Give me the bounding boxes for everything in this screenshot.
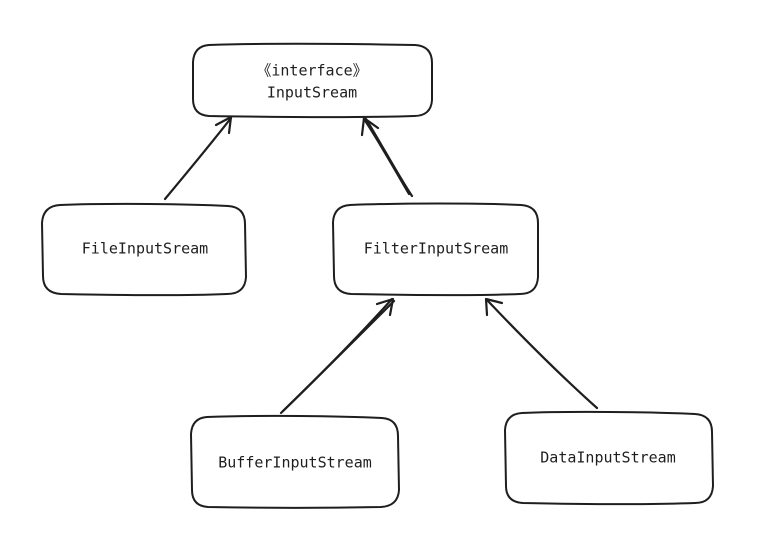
node-filter-input-stream: FilterInputSream — [332, 202, 539, 297]
edge-datainputstream-to-filterinputsream — [484, 297, 599, 410]
node-name-label: FileInputSream — [82, 240, 208, 258]
edge-bufferinputstream-to-filterinputsream — [279, 297, 396, 415]
node-name-label: DataInputStream — [540, 449, 675, 467]
edge-fileinputsream-to-inputsream — [163, 115, 233, 201]
node-file-input-stream: FileInputSream — [41, 202, 247, 297]
node-stereotype-label: 《interface》 — [256, 62, 367, 80]
node-buffer-input-stream: BufferInputStream — [190, 414, 400, 509]
node-input-stream-interface: 《interface》 InputSream — [192, 42, 433, 119]
node-name-label: InputSream — [267, 84, 357, 102]
edge-filterinputsream-to-inputsream — [360, 116, 414, 198]
node-name-label: FilterInputSream — [364, 240, 509, 258]
node-data-input-stream: DataInputStream — [504, 410, 714, 506]
node-name-label: BufferInputStream — [218, 454, 372, 472]
